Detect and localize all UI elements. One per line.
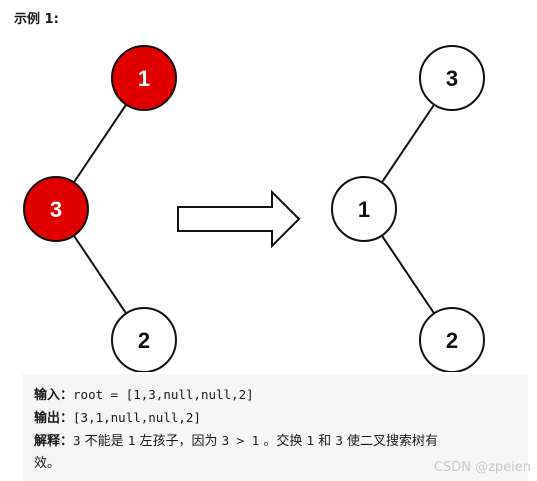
explain-part: 。交换 (259, 434, 307, 449)
explain-continuation: 效。 (34, 456, 61, 471)
node-label: 3 (50, 197, 62, 222)
explain-part: 3 > 1 (221, 433, 260, 448)
node-circle (111, 307, 177, 372)
tree-nodes: 1 3 2 3 1 2 (23, 45, 485, 372)
after-tree-node: 3 (419, 45, 485, 111)
node-circle (419, 45, 485, 111)
explain-part: 1 (306, 433, 315, 448)
before-tree-node: 1 (111, 45, 177, 111)
after-tree-node: 2 (419, 307, 485, 372)
explain-label: 解释： (34, 434, 74, 449)
example-heading: 示例 1: (14, 12, 59, 27)
bst-recovery-diagram: 1 3 2 3 1 2 (23, 45, 485, 372)
explain-part: 1 (127, 433, 136, 448)
explain-part: 3 (335, 433, 343, 448)
node-label: 1 (138, 66, 150, 91)
explain-part: 和 (314, 434, 336, 449)
example-explanation: 输入：root = [1,3,null,null,2] 输出：[3,1,null… (22, 374, 528, 481)
transform-arrow (177, 189, 301, 249)
node-label: 2 (138, 328, 150, 353)
input-value: root = [1,3,null,null,2] (73, 387, 254, 402)
node-circle (419, 307, 485, 372)
node-label: 2 (446, 328, 458, 353)
watermark: CSDN @zpeien (433, 460, 531, 475)
node-label: 1 (358, 197, 370, 222)
output-line: 输出：[3,1,null,null,2] (34, 407, 516, 430)
explain-line: 解释：3 不能是 1 左孩子，因为 3 > 1 。交换 1 和 3 使二叉搜索树… (34, 430, 516, 453)
output-value: [3,1,null,null,2] (73, 410, 201, 425)
input-label: 输入： (34, 388, 74, 403)
input-line: 输入：root = [1,3,null,null,2] (34, 384, 516, 407)
node-circle (111, 45, 177, 111)
after-tree-node: 1 (331, 176, 397, 242)
node-label: 3 (446, 66, 458, 91)
explain-part: 左孩子，因为 (135, 434, 222, 449)
before-tree-node: 2 (111, 307, 177, 372)
node-circle (23, 176, 89, 242)
before-tree-node: 3 (23, 176, 89, 242)
output-label: 输出： (34, 411, 74, 426)
node-circle (331, 176, 397, 242)
explain-part: 3 (73, 433, 81, 448)
explain-part: 不能是 (80, 434, 128, 449)
explain-part: 使二叉搜索树有 (342, 434, 438, 449)
right-arrow-icon (177, 189, 301, 249)
